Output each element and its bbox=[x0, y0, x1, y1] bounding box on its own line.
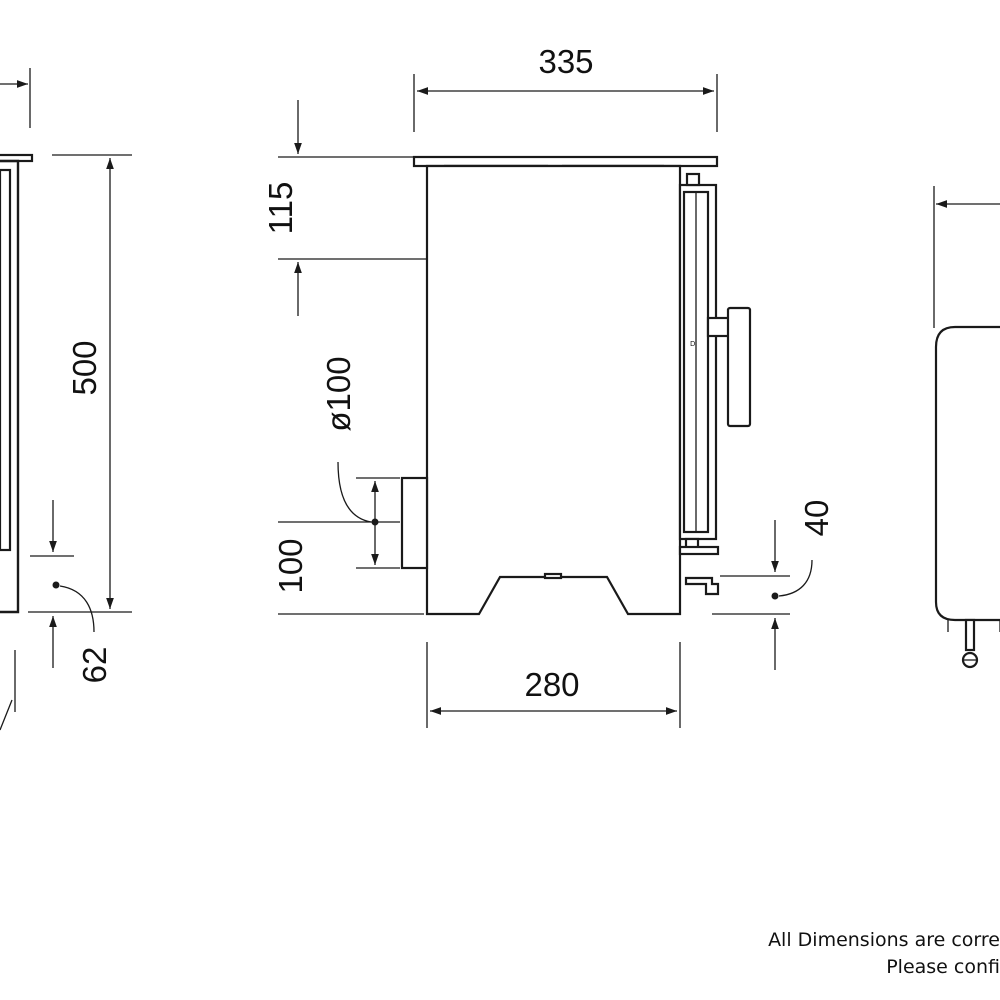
side-view-body bbox=[425, 164, 682, 616]
rear-view-knob-stem bbox=[964, 618, 976, 652]
offset-leader bbox=[59, 585, 95, 633]
top-hinge bbox=[685, 172, 701, 187]
leg-width-label: 280 bbox=[524, 666, 579, 703]
left-offset-label: 62 bbox=[76, 647, 113, 684]
offset-center-dot bbox=[52, 581, 60, 589]
rear-view bbox=[933, 186, 1000, 669]
ash-leader bbox=[778, 559, 813, 597]
side-view-top-plate bbox=[412, 155, 719, 168]
front-view-body bbox=[0, 159, 20, 614]
front-view-bottom-line bbox=[0, 699, 13, 731]
top-to-flue-label: 115 bbox=[262, 182, 299, 235]
handle-bracket bbox=[706, 316, 732, 338]
door-base-plate bbox=[678, 545, 720, 556]
height-total-label: 500 bbox=[66, 340, 103, 395]
ash-center-dot bbox=[771, 592, 779, 600]
handle-mark: D bbox=[690, 340, 695, 348]
flue-diameter-label: ø100 bbox=[320, 356, 357, 431]
dimensions-note-line1: All Dimensions are corre bbox=[768, 929, 1000, 951]
flue-height-label: 100 bbox=[272, 538, 309, 593]
ash-pan-catch bbox=[684, 576, 720, 596]
leg-notch bbox=[543, 572, 563, 580]
depth-total-label: 335 bbox=[538, 43, 593, 80]
flue-diameter-leader bbox=[337, 461, 372, 523]
side-view: 335 D 115 ø100 bbox=[262, 43, 835, 728]
front-view-door bbox=[0, 168, 12, 552]
flue-spigot bbox=[400, 476, 429, 570]
dimensions-note-line2: Please confi bbox=[886, 956, 1000, 978]
ash-offset-label: 40 bbox=[798, 500, 835, 537]
door-handle bbox=[726, 306, 752, 428]
rear-view-body bbox=[934, 325, 1000, 622]
front-view: 500 62 bbox=[0, 68, 132, 731]
